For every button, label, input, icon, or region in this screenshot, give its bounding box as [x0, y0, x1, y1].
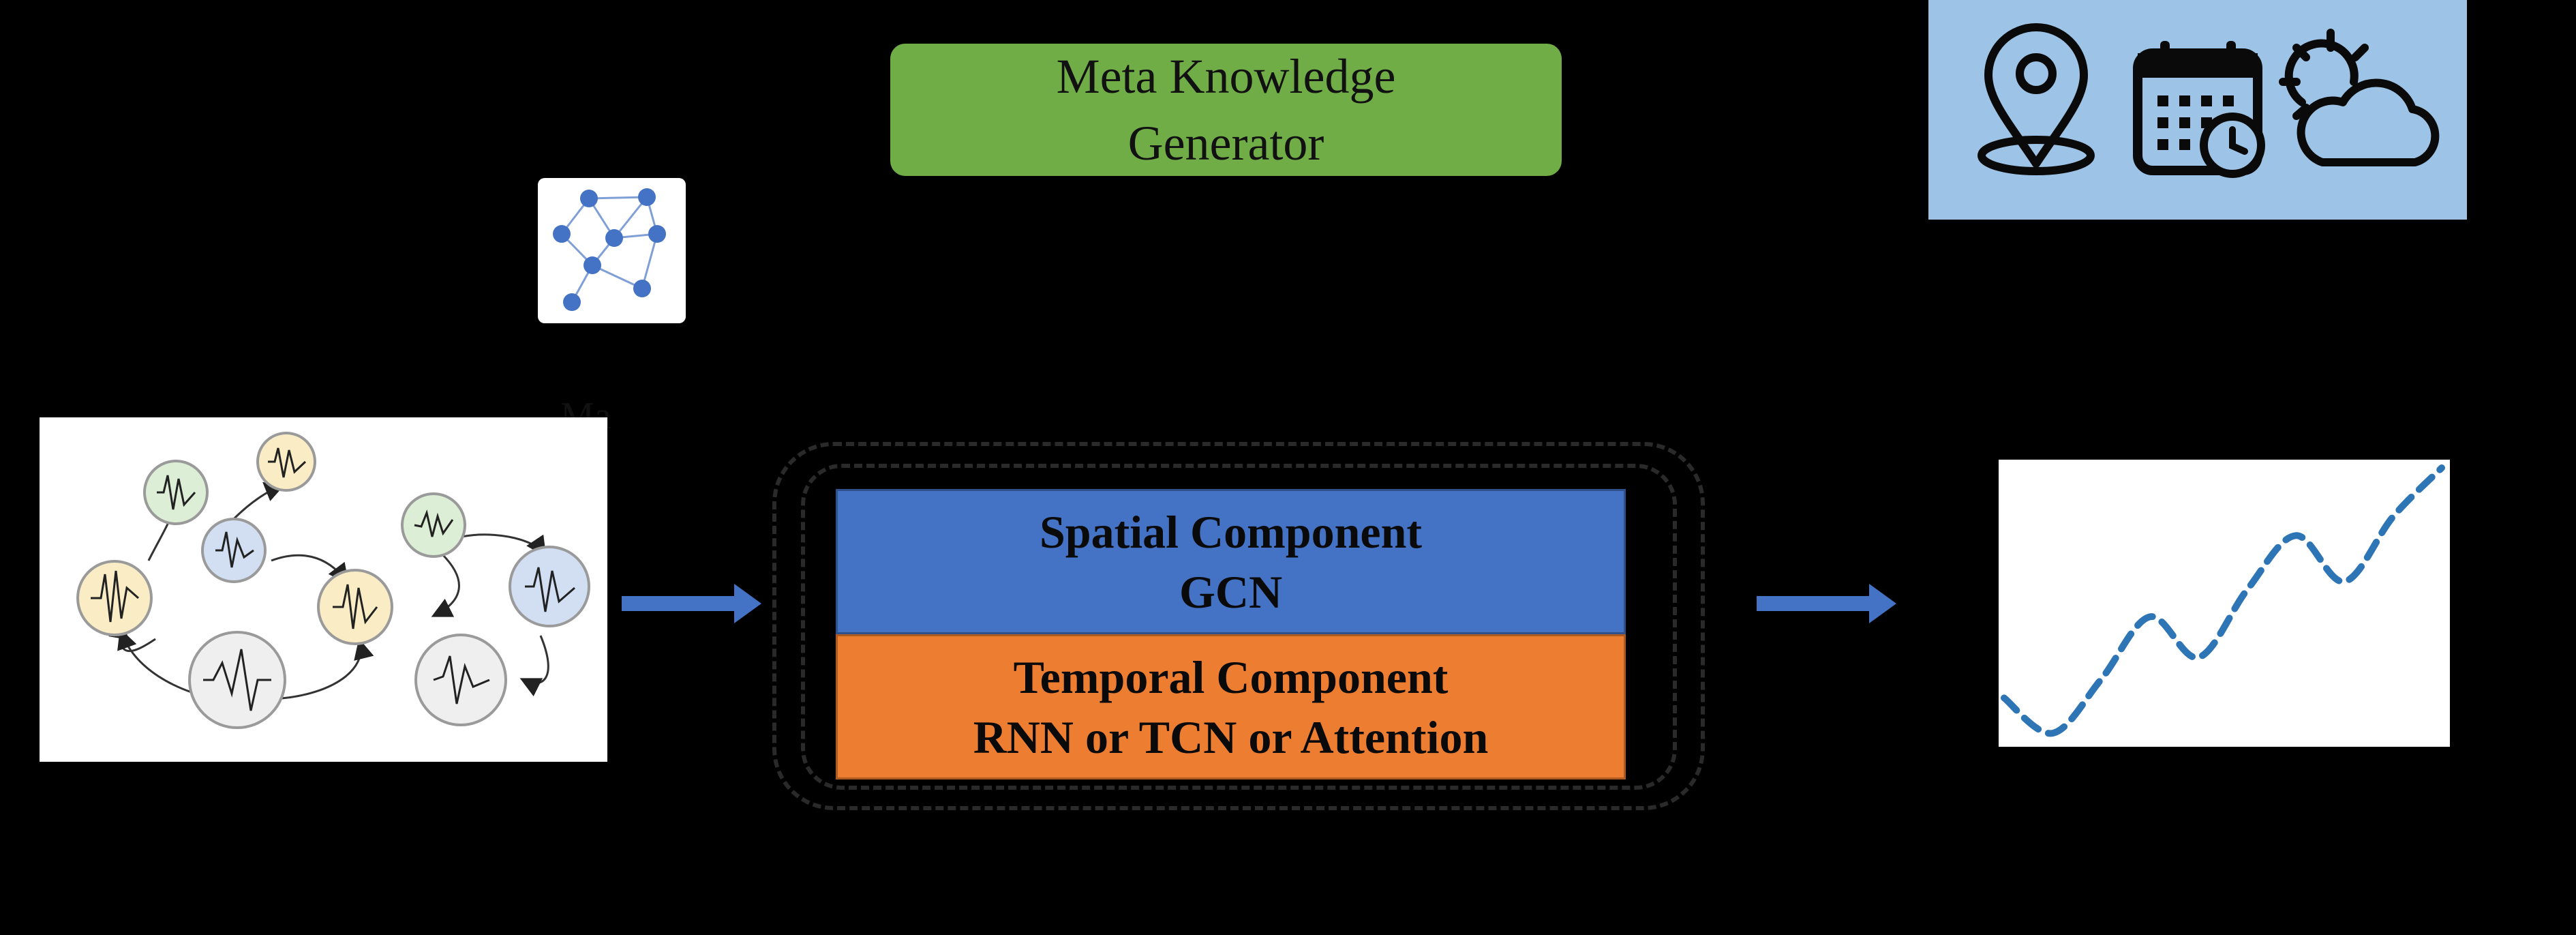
spatial-component-box: Spatial Component GCN [836, 489, 1626, 634]
output-arrow [1757, 584, 1896, 623]
graph-structure-thumbnail [538, 178, 686, 323]
spatial-component-method: GCN [1179, 565, 1283, 618]
meta-info-panel [1928, 0, 2467, 220]
model-container-inner [801, 464, 1677, 790]
prediction-chart [1999, 460, 2450, 747]
sun-cloud-icon [2279, 29, 2440, 166]
prediction-series-line [2001, 464, 2445, 737]
temporal-component-box: Temporal Component RNN or TCN or Attenti… [836, 634, 1626, 780]
input-arrow [622, 584, 761, 623]
calendar-clock-icon [2133, 41, 2265, 178]
temporal-component-method: RNN or TCN or Attention [973, 711, 1489, 763]
temporal-component-title: Temporal Component [1013, 651, 1449, 703]
input-spatiotemporal-graph [40, 417, 607, 762]
location-pin-icon [1978, 23, 2095, 175]
spatial-component-title: Spatial Component [1039, 505, 1423, 558]
meta-knowledge-generator-box: Meta Knowledge Generator [890, 44, 1562, 176]
meta-generator-title-line1: Meta Knowledge [1056, 49, 1396, 104]
model-container-outer [772, 442, 1705, 810]
meta-generator-title-line2: Generator [1127, 116, 1324, 170]
prediction-chart-svg [2001, 464, 2445, 737]
